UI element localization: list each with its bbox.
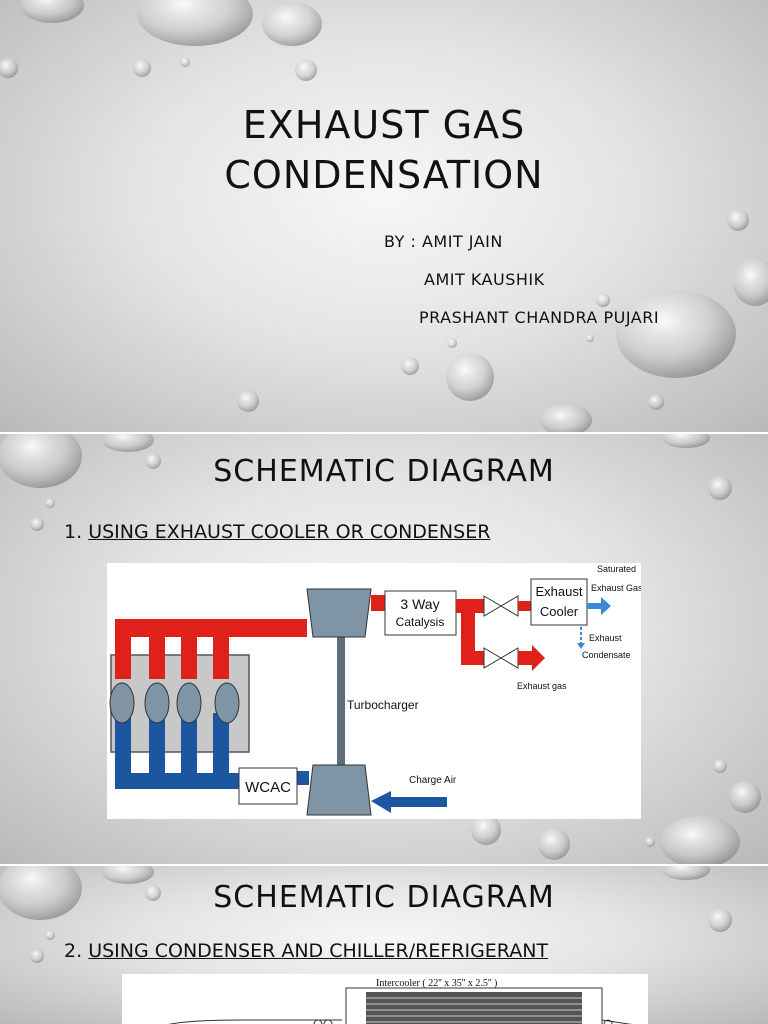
intercooler-core bbox=[366, 992, 582, 1024]
turbo-shaft bbox=[337, 635, 345, 767]
charge-air-arrow bbox=[371, 791, 447, 813]
wcac-label: WCAC bbox=[245, 779, 291, 796]
condenser-chiller-schematic: Intercooler ( 22'' x 35'' x 2.5'' ) bbox=[122, 974, 648, 1024]
condensate-arrow bbox=[577, 643, 585, 649]
diagram-caption-1: 1. USING EXHAUST COOLER OR CONDENSER bbox=[64, 521, 490, 543]
author-3: PRASHANT CHANDRA PUJARI bbox=[419, 308, 660, 327]
exhaust-condensate-label-1: Exhaust bbox=[589, 633, 622, 643]
caption-text: USING EXHAUST COOLER OR CONDENSER bbox=[88, 521, 491, 543]
exhaust-gas-label: Exhaust gas bbox=[517, 681, 567, 691]
compressor bbox=[306, 764, 372, 816]
caption-text: USING CONDENSER AND CHILLER/REFRIGERANT bbox=[88, 940, 549, 962]
title-line-2: CONDENSATION bbox=[224, 153, 544, 197]
saturated-gas-arrow bbox=[587, 597, 611, 615]
exhaust-label: Exhaust bbox=[536, 584, 583, 599]
exhaust-manifold bbox=[115, 619, 307, 637]
authors-block: BY : AMIT JAIN AMIT KAUSHIK PRASHANT CHA… bbox=[0, 0, 768, 432]
intercooler-label: Intercooler ( 22'' x 35'' x 2.5'' ) bbox=[376, 978, 497, 989]
three-way-catalysis-box bbox=[384, 590, 457, 636]
diagram-caption-2: 2. USING CONDENSER AND CHILLER/REFRIGERA… bbox=[64, 940, 548, 962]
exhaust-cooler-schematic: WCAC Charge Air Turbocharger 3 Way Catal… bbox=[107, 563, 643, 819]
cylinder-3 bbox=[176, 682, 202, 724]
valve-lower bbox=[500, 647, 519, 669]
turbocharger-label: Turbocharger bbox=[347, 698, 419, 712]
cylinder-1 bbox=[109, 682, 135, 724]
schematic-slide-1: SCHEMATIC DIAGRAM 1. USING EXHAUST COOLE… bbox=[0, 434, 768, 864]
exhaust-gas-arrow bbox=[518, 645, 545, 671]
author-1: BY : AMIT JAIN bbox=[384, 232, 503, 251]
presentation-title: EXHAUST GAS CONDENSATION bbox=[0, 100, 768, 200]
slide-title: SCHEMATIC DIAGRAM bbox=[213, 880, 555, 915]
wcac-box bbox=[238, 767, 298, 805]
author-2: AMIT KAUSHIK bbox=[424, 270, 545, 289]
schematic-slide-2: SCHEMATIC DIAGRAM 2. USING CONDENSER AND… bbox=[0, 866, 768, 1024]
title-slide: EXHAUST GAS CONDENSATION BY : AMIT JAIN … bbox=[0, 0, 768, 432]
catalysis-label: Catalysis bbox=[396, 615, 445, 629]
title-line-1: EXHAUST GAS bbox=[242, 103, 526, 147]
caption-number: 2. bbox=[64, 940, 83, 962]
slide-title: SCHEMATIC DIAGRAM bbox=[213, 454, 555, 489]
valve-upper bbox=[500, 595, 519, 617]
cylinder-2 bbox=[144, 682, 170, 724]
three-way-label: 3 Way bbox=[400, 596, 439, 612]
intake-manifold bbox=[115, 773, 239, 789]
exhaust-cooler-box bbox=[530, 578, 588, 626]
caption-number: 1. bbox=[64, 521, 83, 543]
saturated-label: Saturated bbox=[597, 564, 636, 574]
exhaust-gas-top-label: Exhaust Gas bbox=[591, 583, 641, 593]
charge-air-label: Charge Air bbox=[409, 775, 457, 786]
turbine bbox=[306, 588, 372, 638]
condensate-label: Condensate bbox=[582, 650, 631, 660]
cooler-label: Cooler bbox=[540, 604, 579, 619]
intercooler-frame bbox=[345, 987, 603, 1024]
cylinder-4 bbox=[214, 682, 240, 724]
